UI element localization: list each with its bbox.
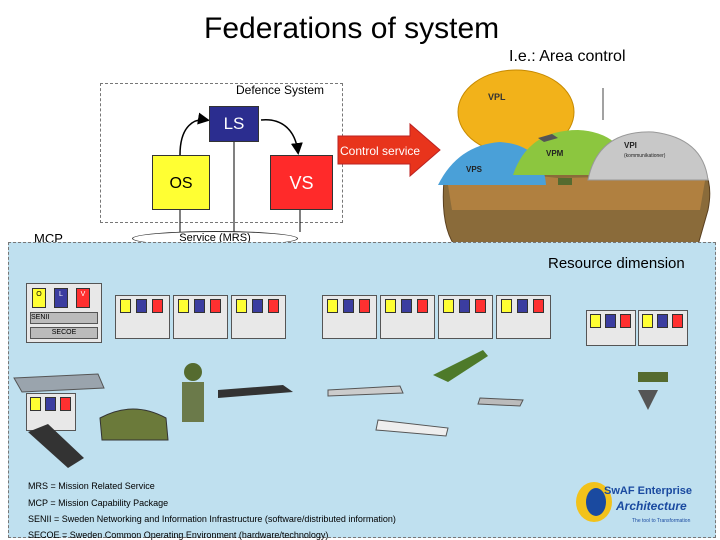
node-small-2	[173, 295, 228, 339]
page-subtitle: I.e.: Area control	[509, 48, 626, 65]
ls-to-vs-arrow	[260, 119, 303, 155]
vpl-label: VPL	[488, 92, 506, 102]
page-title: Federations of system	[204, 12, 500, 45]
node-small-3	[231, 295, 286, 339]
helicopter-icon	[218, 385, 293, 398]
defence-system-label: Defence System	[236, 83, 325, 97]
node-small-7	[496, 295, 551, 339]
node-small-6	[438, 295, 493, 339]
control-service-arrow	[337, 122, 441, 178]
os-box: OS	[152, 155, 210, 210]
control-service-label: Control service	[340, 144, 421, 158]
legend-mcp: MCP = Mission Capability Package	[28, 498, 169, 508]
submarine-icon	[28, 424, 84, 468]
ls-box: LS	[209, 106, 259, 142]
aew-plane-icon	[375, 419, 449, 437]
tank-icon	[558, 178, 572, 185]
node-o: O	[32, 288, 46, 308]
node-small-8	[586, 310, 636, 346]
node-large: O L V SENII SECOE	[26, 283, 102, 343]
small-jet-icon	[477, 397, 524, 407]
node-v: V	[76, 288, 90, 308]
svg-text:SwAF Enterprise: SwAF Enterprise	[604, 485, 692, 497]
legend-senii: SENII = Sweden Networking and Informatio…	[28, 514, 396, 524]
swaf-logo: SwAF Enterprise Architecture The tool to…	[574, 478, 694, 530]
vps-label: VPS	[466, 165, 483, 174]
logo-emblem: SwAF Enterprise Architecture The tool to…	[576, 482, 692, 524]
svg-text:Architecture: Architecture	[615, 499, 687, 513]
truck-icon	[638, 372, 668, 382]
vpi-sub-label: (kommunikationer)	[624, 153, 666, 159]
svg-text:The tool to Transformation: The tool to Transformation	[632, 518, 691, 524]
soldier-icon	[184, 363, 202, 381]
legend-mrs: MRS = Mission Related Service	[28, 481, 155, 491]
radar-icon	[638, 390, 658, 410]
node-small-9	[638, 310, 688, 346]
node-small-1	[115, 295, 170, 339]
ship-icon	[13, 373, 105, 393]
node-l: L	[54, 288, 68, 308]
platforms-illustration	[13, 350, 668, 468]
node-small-4	[322, 295, 377, 339]
vs-box: VS	[270, 155, 333, 210]
transport-plane-icon	[327, 385, 404, 397]
vpi-dome	[587, 131, 709, 181]
node-small-5	[380, 295, 435, 339]
fighter-jet-icon	[433, 350, 488, 382]
node-small-10	[26, 393, 76, 431]
helicopter-icon	[538, 134, 558, 142]
vpm-label: VPM	[546, 149, 564, 158]
tank-icon	[99, 408, 169, 441]
legend-secoe: SECOE = Sweden Common Operating Environm…	[28, 530, 329, 540]
resource-dimension-label: Resource dimension	[548, 255, 685, 272]
node-senii: SENII	[30, 312, 98, 324]
os-to-ls-arrow	[179, 112, 210, 156]
node-secoe: SECOE	[30, 327, 98, 339]
area-control-map: VPL VPS VPM VPI (kommunikationer)	[438, 69, 711, 251]
vpi-label: VPI	[624, 141, 637, 150]
